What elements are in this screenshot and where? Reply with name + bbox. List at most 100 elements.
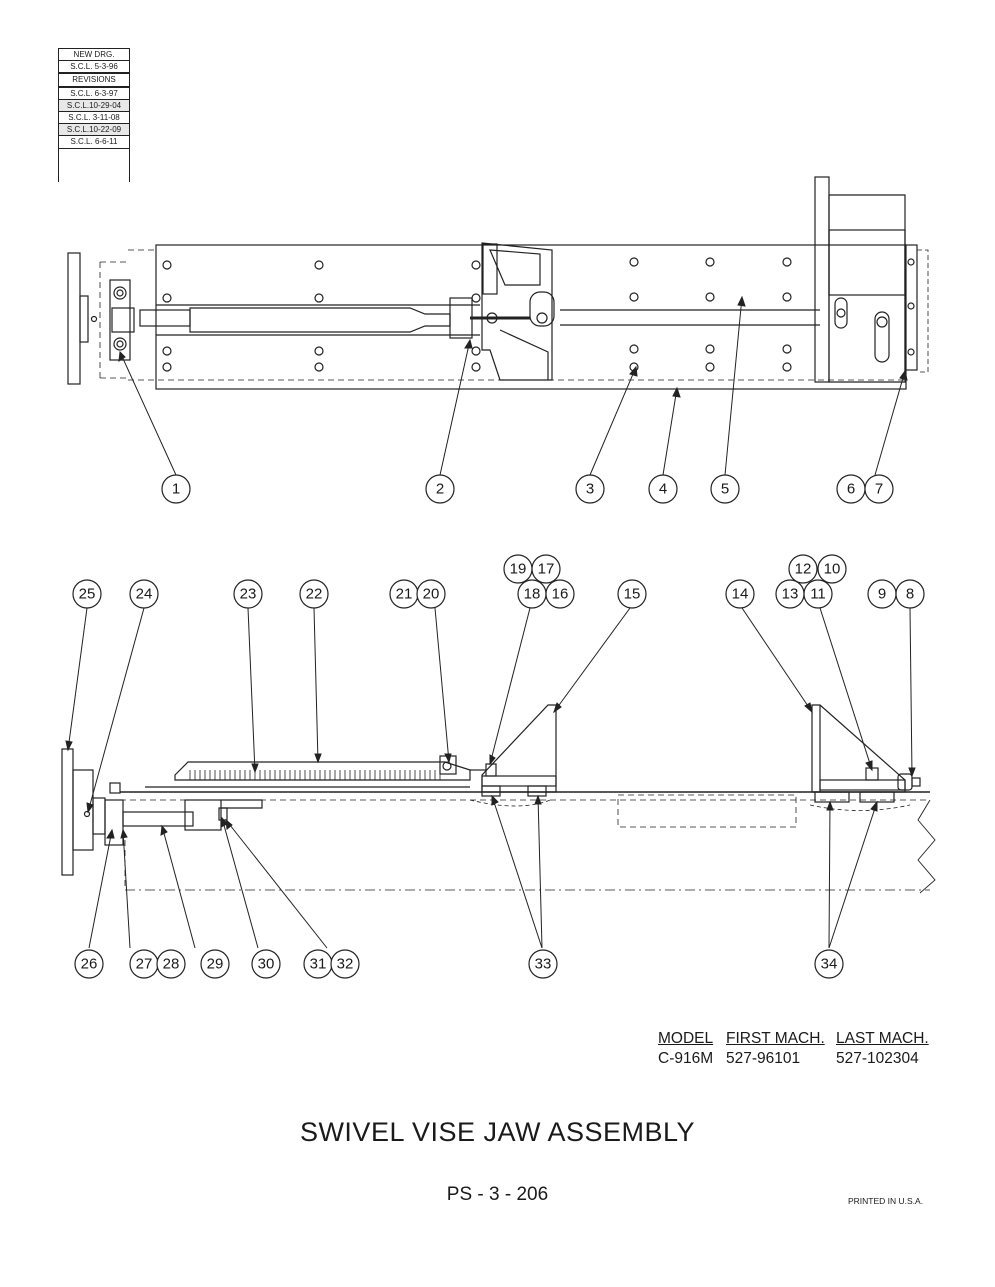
callout-21: 21 [396, 586, 413, 603]
handwheel-screw [83, 810, 91, 818]
callout-12: 12 [795, 561, 812, 578]
fixed-foot [814, 791, 850, 803]
cell-model: C-916M [658, 1050, 714, 1067]
set-screw [218, 807, 228, 821]
callout-9: 9 [878, 586, 886, 603]
stop-block [109, 782, 121, 794]
bolt-head [113, 337, 127, 351]
jaw-lock-pin [876, 316, 888, 328]
fixed-jaw-post [814, 176, 830, 383]
revision-row: S.C.L.10-29-04 [59, 98, 129, 111]
screw-end [139, 309, 191, 327]
callout-30: 30 [258, 956, 275, 973]
callout-34: 34 [821, 956, 838, 973]
bracket-edge [499, 329, 549, 380]
callout-33: 33 [535, 956, 552, 973]
fixed-foot [859, 791, 895, 803]
hidden-slot [617, 794, 797, 828]
jaw-foot [481, 785, 501, 797]
callout-bubbles [72, 474, 925, 979]
lead-screw [189, 307, 451, 333]
fixed-jaw-base [819, 779, 906, 791]
callout-28: 28 [163, 956, 180, 973]
side-leaders [65, 607, 916, 949]
hidden-outline-right [917, 249, 929, 373]
callout-31: 31 [310, 956, 327, 973]
jaw-slot [834, 297, 848, 329]
mounting-holes [162, 257, 792, 372]
jaw-base [481, 775, 557, 787]
bolt-head-inner [116, 340, 124, 348]
callout-1: 1 [172, 481, 180, 498]
jaw-foot [527, 785, 547, 797]
printed-note: PRINTED IN U.S.A. [848, 1196, 924, 1206]
jaw-slot-pin [836, 308, 846, 318]
callout-17: 17 [538, 561, 555, 578]
rack-teeth [189, 770, 441, 780]
callout-4: 4 [659, 481, 667, 498]
revision-row: S.C.L.10-22-09 [59, 123, 129, 136]
swivel-jaw-side [481, 704, 557, 793]
slide-bar [174, 761, 471, 781]
handwheel-hub [79, 295, 89, 343]
revision-row: S.C.L. 6-6-11 [59, 135, 129, 147]
hub-collar [92, 797, 106, 835]
callout-26: 26 [81, 956, 98, 973]
revision-row: S.C.L. 6-3-97 [59, 85, 129, 99]
top-leaders [118, 295, 908, 476]
callout-19: 19 [510, 561, 527, 578]
base-plate [155, 244, 907, 390]
cut-edge [469, 799, 551, 807]
link-pin [442, 761, 452, 771]
jaw-lock-lever [874, 311, 890, 363]
callout-8: 8 [906, 586, 914, 603]
revision-row: NEW DRG. [59, 48, 129, 60]
callout-labels: 1 2 3 4 5 6 7 25 24 23 22 21 20 19 17 18… [79, 481, 915, 973]
hub-pin [90, 315, 98, 323]
drawing-title: SWIVEL VISE JAW ASSEMBLY [299, 1117, 696, 1147]
bearing-block [109, 279, 131, 361]
callout-13: 13 [782, 586, 799, 603]
nut-flange [221, 799, 263, 809]
cut-edge [809, 804, 911, 811]
callout-20: 20 [423, 586, 440, 603]
callout-3: 3 [586, 481, 594, 498]
revision-row: REVISIONS [59, 72, 129, 85]
hidden-outline-left [99, 261, 128, 379]
handwheel-top [67, 252, 81, 385]
callout-14: 14 [732, 586, 749, 603]
callout-25: 25 [79, 586, 96, 603]
jaw-end-plate [904, 244, 918, 371]
callout-10: 10 [824, 561, 841, 578]
callout-5: 5 [721, 481, 729, 498]
cell-last-mach: 527-102304 [836, 1050, 919, 1067]
bracket-boss [482, 243, 498, 295]
lead-screw-side [122, 811, 194, 827]
revision-row-blank [59, 147, 129, 189]
revision-block: NEW DRG. S.C.L. 5-3-96 REVISIONS S.C.L. … [58, 48, 130, 182]
callout-29: 29 [207, 956, 224, 973]
top-view [67, 176, 929, 390]
callout-23: 23 [240, 586, 257, 603]
header-last-mach: LAST MACH. [836, 1030, 929, 1047]
swivel-jaw-bracket [481, 242, 553, 381]
callout-7: 7 [875, 481, 883, 498]
revision-row: S.C.L. 3-11-08 [59, 110, 129, 123]
callout-18: 18 [524, 586, 541, 603]
callout-24: 24 [136, 586, 153, 603]
screw-collar [111, 307, 135, 333]
cell-first-mach: 527-96101 [726, 1050, 801, 1067]
bracket-rib [489, 249, 541, 286]
bolt-head-inner [116, 289, 124, 297]
break-line [917, 799, 936, 894]
callout-32: 32 [337, 956, 354, 973]
clevis [449, 297, 473, 339]
callout-2: 2 [436, 481, 444, 498]
page-number: PS - 3 - 206 [446, 1184, 549, 1205]
header-model: MODEL [658, 1030, 714, 1047]
callout-6: 6 [847, 481, 855, 498]
fixed-jaw-side [811, 704, 906, 793]
